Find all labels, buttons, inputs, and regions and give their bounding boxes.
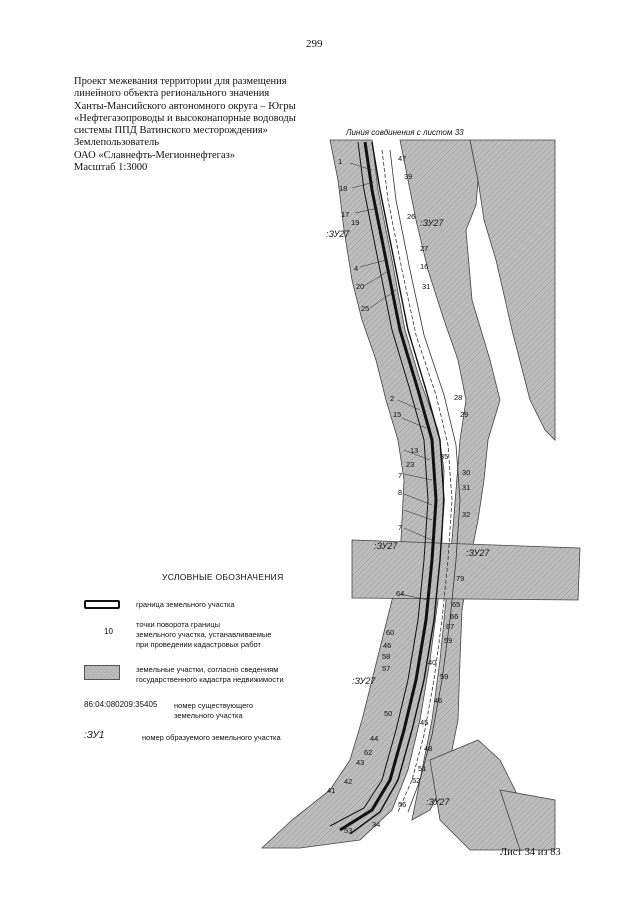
parcel-label: :ЗУ27 <box>466 548 490 558</box>
point-label: 23 <box>406 460 415 469</box>
point-label: 17 <box>341 210 350 219</box>
point-label: 7 <box>398 471 403 480</box>
point-label: 47 <box>398 154 407 163</box>
point-label: 62 <box>364 748 373 757</box>
point-label: 34 <box>372 820 381 829</box>
point-label: 32 <box>462 510 471 519</box>
header-line: «Нефтегазопроводы и высоконапорные водов… <box>74 112 296 124</box>
header-line: Масштаб 1:3000 <box>74 162 148 174</box>
point-label: 28 <box>454 393 463 402</box>
point-label: 15 <box>393 410 402 419</box>
point-label: 46 <box>434 696 443 705</box>
parcel-far-right <box>469 139 556 441</box>
legend-point-sample: 10 <box>104 627 113 636</box>
parcel-label: :ЗУ27 <box>426 797 450 807</box>
point-label: 40 <box>428 658 437 667</box>
point-label: 50 <box>384 709 393 718</box>
legend-title: УСЛОВНЫЕ ОБОЗНАЧЕНИЯ <box>162 572 284 582</box>
point-label: 46 <box>383 641 392 650</box>
legend-cadastral-line: земельного участка <box>174 711 243 720</box>
legend-parcel-line: земельные участки, согласно сведениям <box>136 665 279 674</box>
point-label: 1 <box>338 157 343 166</box>
point-label: 57 <box>382 664 391 673</box>
point-label: 13 <box>410 446 419 455</box>
header-line: системы ППД Ватинского месторождения» <box>74 125 268 137</box>
legend-border-symbol <box>84 600 120 609</box>
header-block: Проект межевания территории для размещен… <box>74 76 344 174</box>
point-label: 8 <box>398 488 403 497</box>
point-label: 29 <box>460 410 469 419</box>
point-label: 30 <box>462 468 471 477</box>
legend-parcel-label: земельные участки, согласно сведениям го… <box>136 665 284 685</box>
point-label: 60 <box>386 628 395 637</box>
point-label: 66 <box>450 612 459 621</box>
sheet-number: Лист 34 из 83 <box>500 847 561 858</box>
legend-cadastral-label: номер существующего земельного участка <box>174 701 253 721</box>
point-label: 31 <box>422 282 431 291</box>
point-label: 56 <box>398 800 407 809</box>
point-label: 18 <box>339 184 348 193</box>
point-label: 20 <box>356 282 365 291</box>
parcel-label: :ЗУ27 <box>352 676 376 686</box>
point-label: 58 <box>382 652 391 661</box>
legend-new-parcel-label: номер образуемого земельного участка <box>142 733 281 742</box>
point-label: 59 <box>440 672 449 681</box>
legend-cadastral-line: номер существующего <box>174 701 254 710</box>
point-label: 31 <box>462 483 471 492</box>
point-label: 42 <box>344 777 353 786</box>
point-label: 39 <box>404 172 413 181</box>
point-label: 51 <box>418 764 427 773</box>
header-line: Ханты-Мансийского автономного округа – Ю… <box>74 100 296 112</box>
point-label: 4 <box>354 264 359 273</box>
point-label: 7 <box>398 523 403 532</box>
legend-parcel-symbol <box>84 665 120 680</box>
header-line: ОАО «Славнефть-Мегионнефтегаз» <box>74 149 236 161</box>
header-line: Проект межевания территории для размещен… <box>74 76 287 87</box>
parcel-bottom-corner <box>499 789 556 851</box>
point-label: 52 <box>412 776 421 785</box>
point-label: 27 <box>420 244 429 253</box>
point-label: 43 <box>356 758 365 767</box>
parcel-label: :ЗУ27 <box>326 229 350 239</box>
parcel-label: :ЗУ27 <box>420 218 444 228</box>
point-label: 35 <box>440 452 449 461</box>
header-line: Землепользователь <box>74 137 160 149</box>
header-line: линейного объекта регионального значения <box>74 88 270 100</box>
legend-point-line: земельного участка, устанавливаемые <box>136 630 272 639</box>
point-label: 53 <box>344 826 353 835</box>
legend-border-label: граница земельного участка <box>136 600 235 609</box>
parcel-main-strip <box>260 139 445 849</box>
legend-parcel-line: государственного кадастра недвижимости <box>136 675 284 684</box>
pipeline-line <box>329 141 429 827</box>
leader-lines <box>349 162 433 601</box>
point-label: 2 <box>390 394 395 403</box>
point-label: 19 <box>351 218 360 227</box>
parcel-crossing <box>351 539 581 601</box>
connection-label: Линия совдинения с листом 33 <box>346 128 464 137</box>
pipeline-line <box>381 149 453 813</box>
point-label: 79 <box>456 574 465 583</box>
point-label: 45 <box>420 718 429 727</box>
legend-point-label: точки поворота границы земельного участк… <box>136 620 271 650</box>
point-label: 65 <box>452 600 461 609</box>
point-label: 67 <box>446 622 455 631</box>
pipeline-line <box>339 141 438 832</box>
point-label: 41 <box>327 786 336 795</box>
legend-cadastral-sample: 86:04:080209:35405 <box>84 700 158 709</box>
legend-point-line: при проведении кадастровых работ <box>136 640 261 649</box>
point-label: 26 <box>407 212 416 221</box>
point-label: 44 <box>370 734 379 743</box>
point-label: 48 <box>424 744 433 753</box>
legend-point-line: точки поворота границы <box>136 620 221 629</box>
page-number: 299 <box>306 38 323 50</box>
pipeline-line <box>389 149 461 813</box>
point-label: 59 <box>444 636 453 645</box>
point-label: 25 <box>361 304 370 313</box>
legend-new-parcel-sample: :ЗУ1 <box>84 730 105 741</box>
point-label: 64 <box>396 589 405 598</box>
parcel-label: :ЗУ27 <box>374 541 398 551</box>
point-label: 16 <box>420 262 429 271</box>
pipeline-line <box>349 141 445 835</box>
